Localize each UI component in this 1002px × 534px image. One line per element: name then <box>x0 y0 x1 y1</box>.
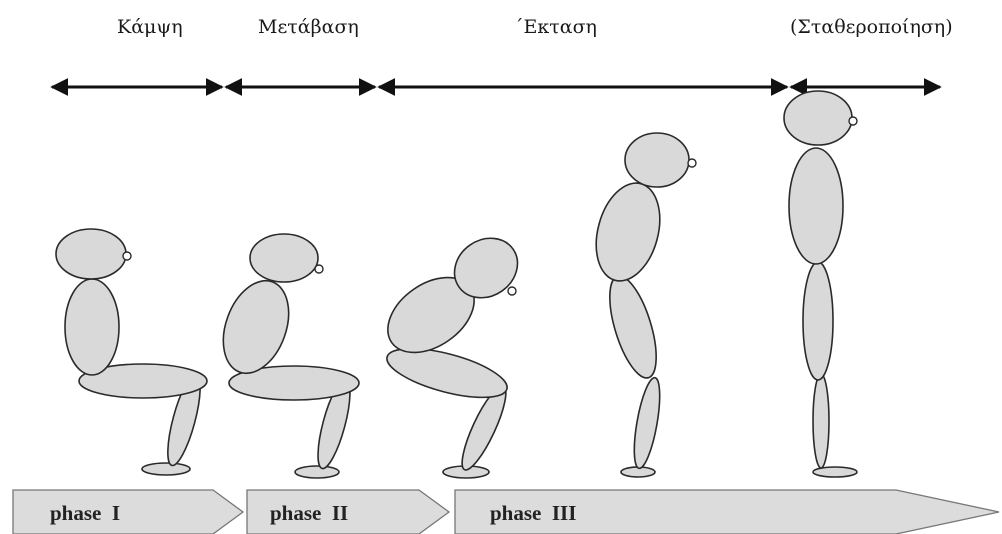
head <box>624 132 690 188</box>
foot <box>141 462 191 476</box>
label-extension: ΄Εκταση <box>514 16 597 38</box>
thigh <box>386 347 508 399</box>
trunk <box>64 278 120 376</box>
trunk <box>595 182 661 282</box>
head <box>783 90 853 146</box>
thigh <box>78 363 208 399</box>
foot <box>294 465 340 479</box>
head <box>249 233 319 283</box>
figure-standing <box>783 90 858 478</box>
phase-label-3: phase III <box>490 501 576 525</box>
head <box>453 237 519 299</box>
phase-label-1: phase I <box>50 501 120 525</box>
lower-leg <box>812 373 830 469</box>
phase-bar-3 <box>454 489 1000 534</box>
label-transition: Μετάβαση <box>258 16 359 38</box>
figure-seated <box>55 228 208 476</box>
phase-bars: phase I phase II phase III <box>12 489 1000 534</box>
nose <box>122 251 132 261</box>
nose <box>507 286 517 296</box>
nose <box>687 158 697 168</box>
head <box>55 228 127 280</box>
thigh <box>228 365 360 401</box>
foot <box>812 466 858 478</box>
label-stabilization: (Σταθεροποίηση) <box>790 16 953 38</box>
phase-label-2: phase II <box>270 501 348 525</box>
thigh <box>802 261 834 381</box>
nose <box>848 116 858 126</box>
lower-leg <box>633 376 661 470</box>
phase-bar-1 <box>12 489 245 534</box>
trunk <box>222 279 290 375</box>
trunk <box>788 147 844 265</box>
figure-rising <box>595 132 697 478</box>
nose <box>314 264 324 274</box>
figure-leaning <box>222 233 360 479</box>
thigh <box>609 275 657 379</box>
phase-bar-2 <box>246 489 451 534</box>
label-flexion: Κάμψη <box>117 16 183 38</box>
figure-liftoff <box>386 237 519 479</box>
